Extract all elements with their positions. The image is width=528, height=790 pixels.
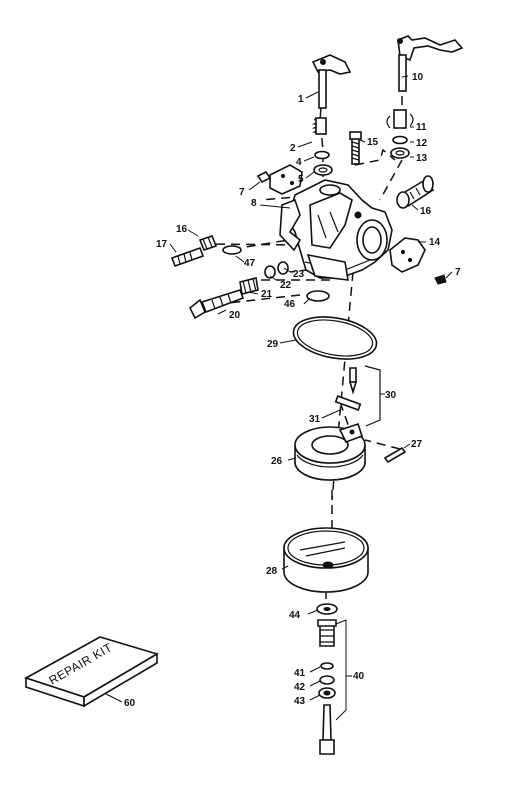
- callout-22: 22: [280, 280, 292, 291]
- oring-47: [222, 245, 242, 255]
- callout-44: 44: [289, 610, 301, 621]
- gasket-29: [292, 316, 378, 360]
- callout-28: 28: [266, 566, 278, 577]
- callout-labels: 1 2 4 5 7 8 10 11 12 13 15 16 14 7 16 17…: [124, 72, 461, 709]
- callout-2: 2: [290, 143, 296, 154]
- seal-13: [390, 147, 410, 159]
- pin-27: [383, 446, 407, 464]
- callout-5: 5: [298, 174, 304, 185]
- washer-41: [320, 662, 334, 670]
- needle-pin-40: [319, 704, 335, 755]
- washer-22: [264, 265, 276, 279]
- bowl-nut-40: [317, 619, 337, 647]
- screw-17: [170, 246, 205, 268]
- callout-29: 29: [267, 339, 279, 350]
- callout-42: 42: [294, 682, 306, 693]
- callout-16a: 16: [420, 206, 432, 217]
- throttle-shaft-10: [397, 35, 464, 92]
- carburetor-body: [279, 179, 393, 281]
- seal-5: [313, 164, 333, 176]
- repair-kit-box: REPAIR KIT: [24, 636, 159, 708]
- callout-20: 20: [229, 310, 241, 321]
- callout-12: 12: [416, 138, 428, 149]
- callout-1: 1: [298, 94, 304, 105]
- spring-11: [386, 109, 414, 129]
- needle-screw-20: [188, 289, 245, 320]
- callout-17: 17: [156, 239, 168, 250]
- callout-41: 41: [294, 668, 306, 679]
- callout-15: 15: [367, 137, 379, 148]
- spring-16-left: [198, 235, 218, 251]
- callout-40: 40: [353, 671, 365, 682]
- choke-shaft-1: [311, 54, 352, 109]
- callout-10: 10: [412, 72, 424, 83]
- leader-lines: [105, 75, 453, 721]
- callout-31: 31: [309, 414, 321, 425]
- callout-47: 47: [244, 258, 256, 269]
- fitting-16: [396, 175, 435, 209]
- callout-7b: 7: [455, 267, 461, 278]
- seal-46: [306, 290, 330, 302]
- float-pin-31: [334, 395, 362, 411]
- callout-4: 4: [296, 157, 302, 168]
- callout-8: 8: [251, 198, 257, 209]
- choke-plate-7: [256, 164, 303, 195]
- callout-30: 30: [385, 390, 397, 401]
- washer-23: [277, 261, 289, 275]
- callout-21: 21: [261, 289, 273, 300]
- inlet-needle-30: [348, 365, 381, 427]
- callout-26: 26: [271, 456, 283, 467]
- callout-43: 43: [294, 696, 306, 707]
- washer-12: [392, 135, 408, 145]
- callout-14: 14: [429, 237, 441, 248]
- callout-7a: 7: [239, 187, 245, 198]
- callout-11: 11: [416, 122, 427, 133]
- throttle-plate-14: [389, 237, 447, 285]
- washer-42: [319, 675, 335, 685]
- callout-60: 60: [124, 698, 136, 709]
- callout-46: 46: [284, 299, 296, 310]
- callout-27: 27: [411, 439, 423, 450]
- float-bowl-28: [283, 527, 369, 593]
- washer-4: [314, 150, 330, 160]
- spring-21: [239, 277, 259, 295]
- spring-2: [312, 117, 328, 135]
- callout-16b: 16: [176, 224, 188, 235]
- callout-23: 23: [293, 269, 305, 280]
- screw-15: [349, 131, 362, 165]
- callout-13: 13: [416, 153, 428, 164]
- float-26: [294, 422, 366, 481]
